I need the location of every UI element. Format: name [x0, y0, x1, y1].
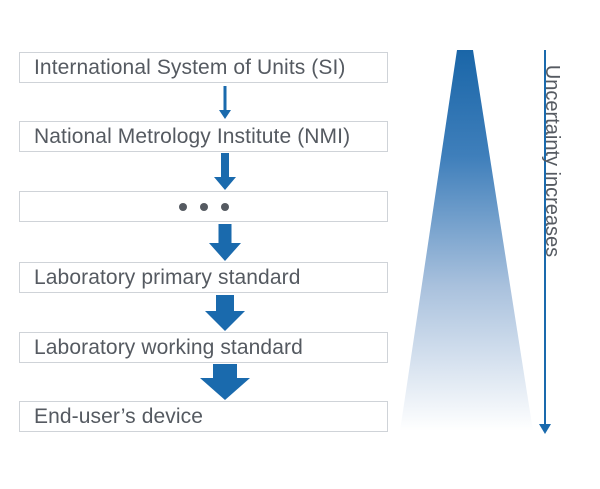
step-label-lab-primary: Laboratory primary standard [34, 266, 301, 289]
ellipsis-dot [178, 202, 187, 211]
step-box-nmi: National Metrology Institute (NMI) [19, 121, 388, 152]
ellipsis-icon [20, 192, 387, 221]
step-label-lab-working: Laboratory working standard [34, 336, 303, 359]
step-box-si: International System of Units (SI) [19, 52, 388, 83]
step-box-lab-primary: Laboratory primary standard [19, 262, 388, 293]
step-box-lab-working: Laboratory working standard [19, 332, 388, 363]
step-box-end-user: End-user’s device [19, 401, 388, 432]
step-box-ellipsis [19, 191, 388, 222]
uncertainty-axis-label: Uncertainty increases [541, 64, 563, 258]
step-label-si: International System of Units (SI) [34, 56, 346, 79]
arrow-down-icon [539, 424, 551, 434]
step-label-end-user: End-user’s device [34, 405, 204, 428]
arrow-down-icon [214, 153, 236, 190]
arrow-down-icon [200, 364, 250, 400]
ellipsis-dot [199, 202, 208, 211]
arrow-down-icon [219, 86, 231, 119]
arrow-down-icon [209, 224, 241, 261]
uncertainty-wedge [400, 50, 533, 431]
ellipsis-dot [220, 202, 229, 211]
step-label-nmi: National Metrology Institute (NMI) [34, 125, 351, 148]
arrow-down-icon [205, 295, 245, 331]
